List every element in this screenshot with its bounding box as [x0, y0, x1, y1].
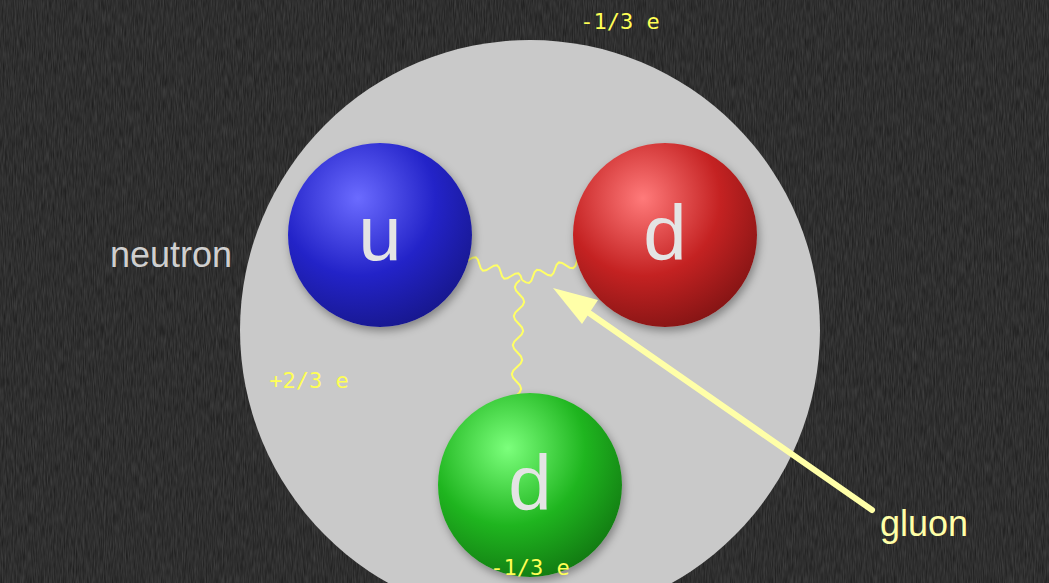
- quark-symbol: u: [358, 194, 401, 272]
- down-quark: d: [573, 143, 757, 327]
- neutron-circle: neutronudd: [240, 40, 820, 583]
- charge-label: +2/3 e: [269, 370, 348, 392]
- gluon-wiggle: [512, 280, 524, 396]
- particle-name: neutron: [110, 237, 232, 273]
- up-quark: u: [288, 143, 472, 327]
- charge-label: -1/3 e: [580, 11, 659, 33]
- down-quark: d: [438, 393, 622, 577]
- charge-label: -1/3 e: [490, 557, 569, 579]
- gluon-label: gluon: [880, 506, 968, 542]
- quark-symbol: d: [508, 444, 551, 522]
- quark-symbol: d: [643, 194, 686, 272]
